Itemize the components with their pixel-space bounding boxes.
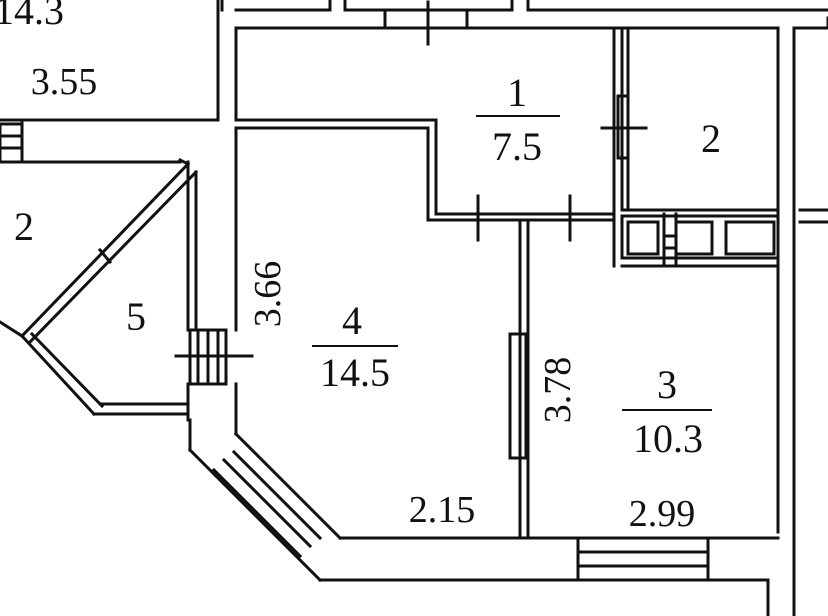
room-5-number: 5	[126, 294, 146, 339]
dimension-3-66: 3.66	[247, 261, 289, 328]
left-room-2-number: 2	[14, 204, 34, 249]
dimension-3-78: 3.78	[537, 357, 579, 424]
neighbor-area: 14.3	[0, 0, 64, 33]
room-1-number: 1	[507, 70, 527, 115]
room-3-area: 10.3	[633, 416, 703, 461]
dimension-2-99: 2.99	[629, 493, 696, 535]
room-4-area: 14.5	[320, 350, 390, 395]
room-1-area: 7.5	[492, 124, 542, 169]
dimension-2-15: 2.15	[409, 489, 476, 531]
room-2-number: 2	[701, 116, 721, 161]
labels: 1 7.5 2 4 14.5 3 10.3 5 2 14.3 3.55 3.66…	[0, 0, 721, 535]
room-4-number: 4	[342, 298, 362, 343]
room-3-number: 3	[657, 362, 677, 407]
dimension-3-55: 3.55	[31, 61, 98, 103]
